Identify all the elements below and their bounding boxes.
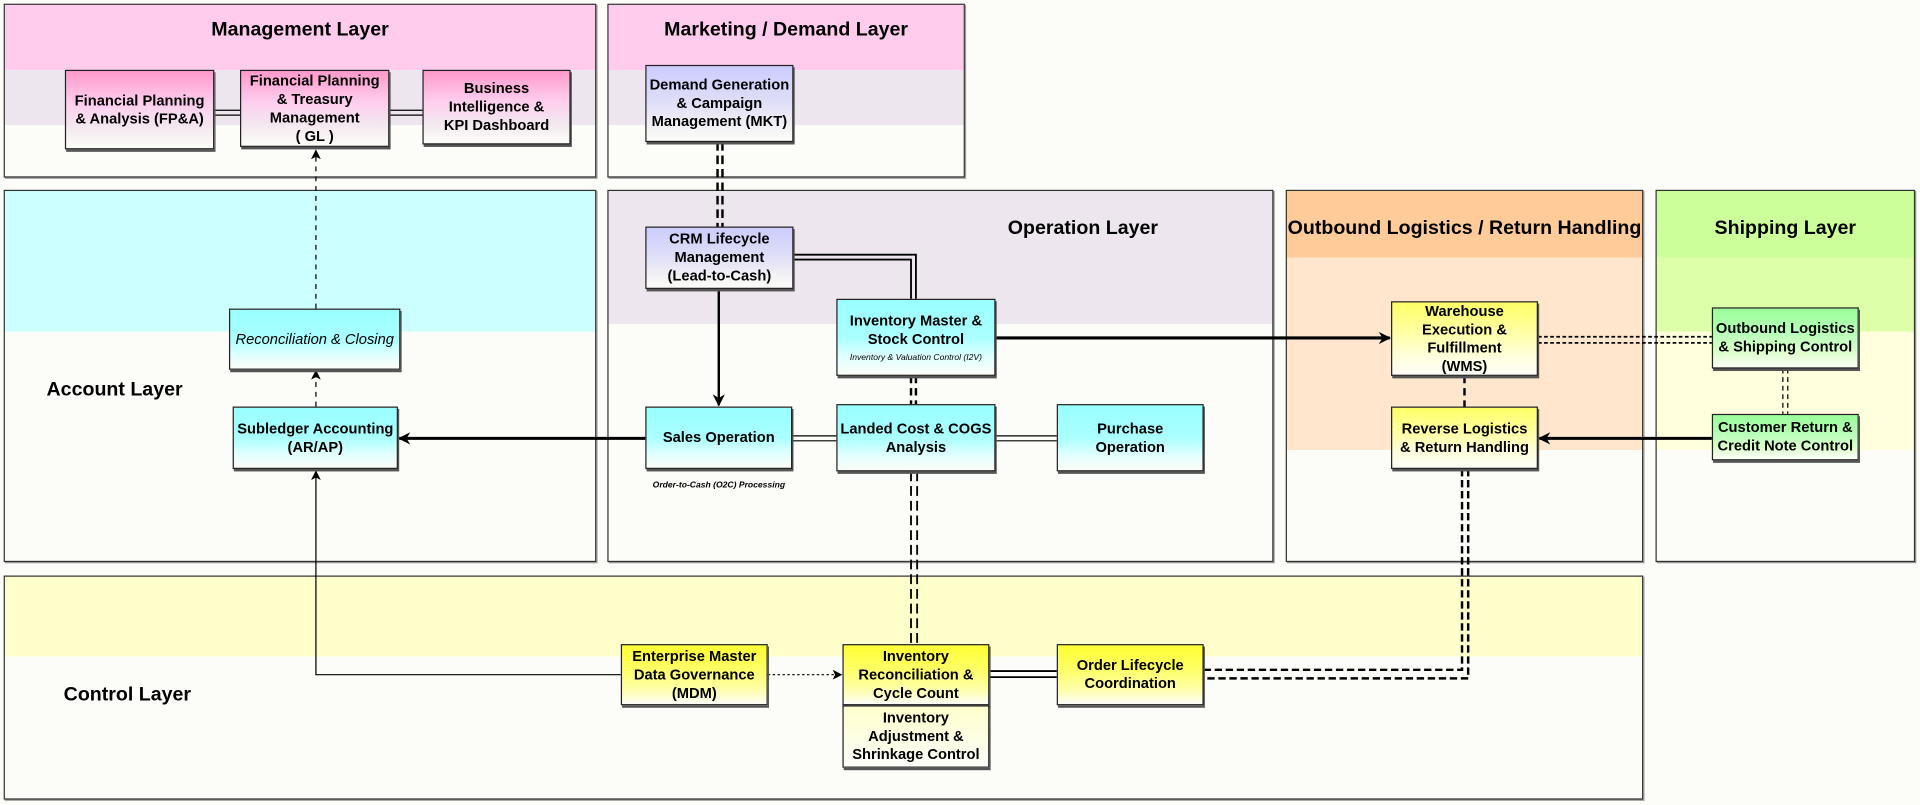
box-label: Sales Operation — [662, 428, 775, 446]
link-outbound-custreturn — [1782, 368, 1789, 414]
fpt-gl-box[interactable]: Financial Planning & Treasury Management… — [240, 69, 390, 147]
box-label: Subledger Accounting (AR/AP) — [237, 419, 394, 455]
link-reverse-orderlife — [1203, 468, 1470, 680]
subledger-box[interactable]: Subledger Accounting (AR/AP) — [232, 406, 398, 469]
link-landed-purchase — [995, 435, 1057, 442]
box-label: Outbound Logistics & Shipping Control — [1715, 319, 1855, 356]
link-landed-invrecon — [910, 471, 919, 645]
fpa-box[interactable]: Financial Planning & Analysis (FP&A) — [64, 69, 215, 150]
box-label: Business Intelligence & KPI Dashboard — [443, 79, 550, 134]
mdm-box[interactable]: Enterprise Master Data Governance (MDM) — [620, 644, 768, 706]
box-label: Enterprise Master Data Governance (MDM) — [632, 647, 757, 702]
link-fpa-fpt — [214, 109, 241, 116]
link-sales-landed — [792, 435, 837, 442]
order-lifecycle-box[interactable]: Order Lifecycle Coordination — [1056, 644, 1204, 706]
layer-title: Account Layer — [46, 379, 183, 401]
box-label: Financial Planning & Analysis (FP&A) — [74, 91, 205, 127]
sales-operation-box[interactable]: Sales Operation — [645, 406, 793, 469]
inventory-reconciliation-box[interactable]: Inventory Reconciliation & Cycle Count — [842, 644, 990, 706]
reverse-logistics-box[interactable]: Reverse Logistics & Return Handling — [1391, 406, 1538, 469]
arrow-mdm-to-subledger — [311, 470, 621, 676]
box-label: Customer Return & Credit Note Control — [1717, 418, 1854, 455]
box-label: Inventory Adjustment & Shrinkage Control — [852, 708, 980, 763]
shipping-layer: Shipping Layer — [1655, 189, 1916, 563]
link-invmaster-landed — [909, 375, 918, 405]
box-label: Order Lifecycle Coordination — [1076, 656, 1184, 692]
box-sublabel: (Lead-to-Cash) — [667, 266, 772, 285]
layer-title: Marketing / Demand Layer — [664, 19, 909, 41]
link-demand-crm — [716, 142, 724, 227]
box-label: Reverse Logistics & Return Handling — [1399, 419, 1529, 455]
link-warehouse-outbound — [1537, 335, 1712, 344]
box-label: Inventory Reconciliation & Cycle Count — [858, 647, 974, 702]
layer-title: Outbound Logistics / Return Handling — [1287, 217, 1642, 239]
landed-cost-box[interactable]: Landed Cost & COGS Analysis — [836, 404, 996, 472]
outbound-shipping-box[interactable]: Outbound Logistics & Shipping Control — [1711, 307, 1859, 369]
warehouse-execution-box[interactable]: Warehouse Execution & Fulfillment (WMS) — [1391, 301, 1538, 376]
box-label: CRM Lifecycle Management — [669, 230, 770, 266]
crm-lifecycle-box[interactable]: CRM Lifecycle Management(Lead-to-Cash) — [645, 226, 794, 289]
box-label: Demand Generation & Campaign Management … — [649, 75, 790, 130]
link-invrecon-orderlife — [989, 670, 1057, 679]
box-sublabel: Inventory & Valuation Control (I2V) — [849, 353, 982, 362]
control-layer: Control Layer — [3, 575, 1644, 800]
box-label: Financial Planning & Treasury Management — [249, 71, 380, 126]
box-label: Inventory Master & Stock Control — [849, 311, 983, 348]
account-layer: Account Layer — [3, 189, 597, 563]
layer-title: Control Layer — [63, 684, 192, 706]
purchase-operation-box[interactable]: Purchase Operation — [1056, 404, 1204, 472]
box-label: Purchase Operation — [1095, 419, 1165, 455]
link-fpt-bi — [389, 109, 423, 116]
bi-dashboard-box[interactable]: Business Intelligence & KPI Dashboard — [422, 69, 571, 145]
layer-title: Management Layer — [211, 19, 389, 41]
box-label: Reconciliation & Closing — [235, 330, 394, 348]
customer-return-box[interactable]: Customer Return & Credit Note Control — [1711, 413, 1859, 461]
o2c-note: Order-to-Cash (O2C) Processing — [652, 481, 786, 490]
box-label: Warehouse Execution & Fulfillment (WMS) — [1422, 301, 1507, 375]
box-label: Landed Cost & COGS Analysis — [840, 419, 992, 455]
link-crm-invmaster — [793, 253, 917, 299]
demand-generation-box[interactable]: Demand Generation & Campaign Management … — [645, 64, 794, 143]
layer-title: Shipping Layer — [1714, 217, 1857, 239]
layer-title: Operation Layer — [1007, 217, 1159, 239]
inventory-adjustment-box[interactable]: Inventory Adjustment & Shrinkage Control — [842, 705, 990, 768]
reconciliation-closing-box[interactable]: Reconciliation & Closing — [228, 308, 401, 370]
box-sublabel: ( GL ) — [295, 126, 334, 144]
